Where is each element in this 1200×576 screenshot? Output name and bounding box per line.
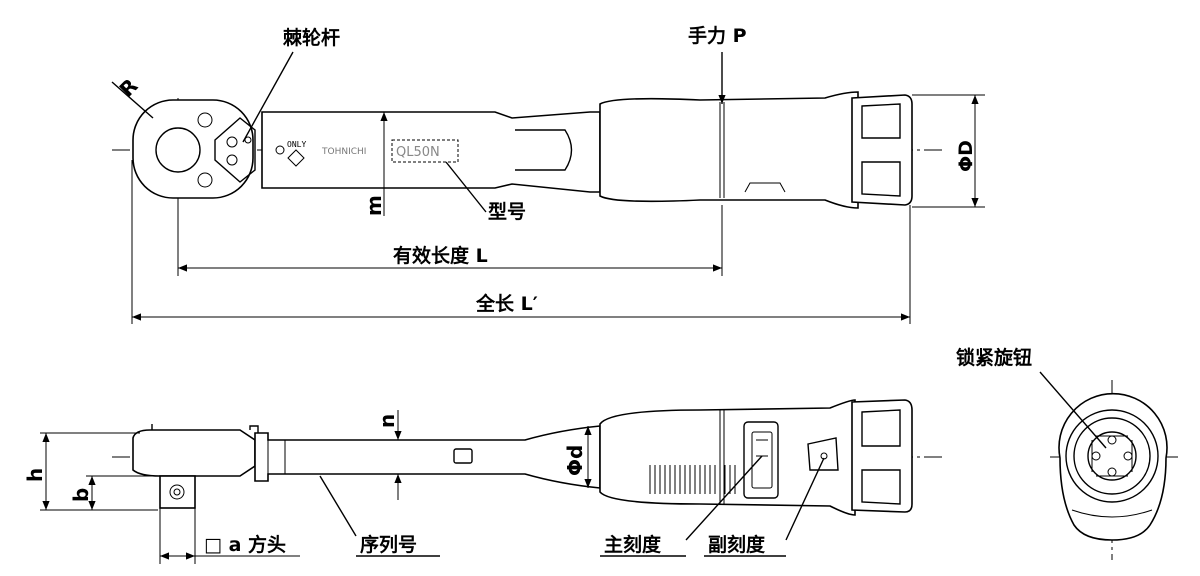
sub-scale-label: 副刻度 xyxy=(708,533,766,556)
model-code-marking: QL50N xyxy=(396,145,440,160)
ratchet-head xyxy=(132,99,256,199)
main-scale-label: 主刻度 xyxy=(604,533,662,556)
hand-force-label: 手力 P xyxy=(688,24,747,47)
main-beam: ONLY TOHNICHI QL50N xyxy=(261,111,601,193)
side-view: h b □ a 方头 n Φd 序列号 主刻度 副刻度 xyxy=(23,399,945,564)
grip xyxy=(599,91,859,209)
height-b-label: b xyxy=(69,488,93,502)
ratchet-label: 棘轮杆 xyxy=(283,26,340,49)
end-view: 锁紧旋钮 xyxy=(956,346,1178,560)
knurled-grip xyxy=(649,465,736,494)
side-head xyxy=(132,424,259,509)
model-label: 型号 xyxy=(488,200,526,223)
side-grip xyxy=(599,399,856,516)
lock-knob-label: 锁紧旋钮 xyxy=(956,346,1032,369)
diameter-d-label: Φd xyxy=(563,445,587,476)
side-knob xyxy=(851,399,913,513)
height-h-label: h xyxy=(23,468,47,482)
height-n-label: n xyxy=(375,414,399,428)
top-view: ONLY TOHNICHI QL50N R 棘轮杆 手力 P xyxy=(111,24,985,324)
total-length-label: 全长 L′ xyxy=(475,292,538,315)
serial-number-label: 序列号 xyxy=(360,533,417,556)
side-beam xyxy=(254,425,601,489)
brand-marking: TOHNICHI xyxy=(321,147,366,157)
height-m-label: m xyxy=(362,195,386,216)
lock-knob-side xyxy=(851,94,913,206)
only-marking: ONLY xyxy=(287,140,306,149)
radius-label: R xyxy=(115,74,143,102)
diameter-D-label: ΦD xyxy=(955,140,977,172)
square-head-label: □ a 方头 xyxy=(204,533,286,556)
effective-length-label: 有效长度 L xyxy=(393,244,488,267)
